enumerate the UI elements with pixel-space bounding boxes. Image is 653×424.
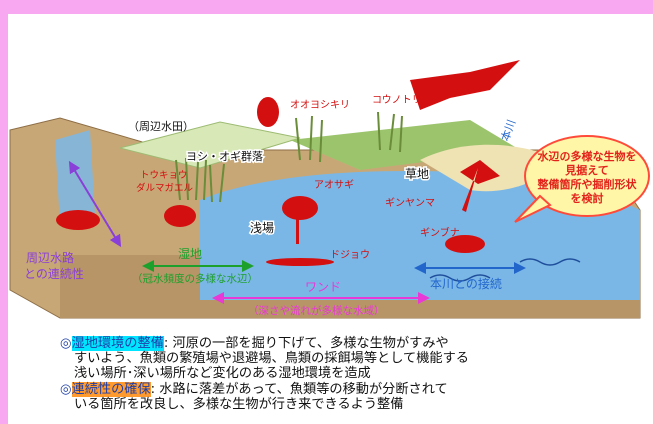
note-2: ◎連続性の確保: 水路に落差があって、魚類等の移動が分断されて xyxy=(60,381,650,397)
label-asaba: 浅場 xyxy=(250,221,274,235)
label-aosagi: アオサギ xyxy=(314,179,354,191)
warbler-silhouette xyxy=(257,97,279,127)
label-wetland-sub: （冠水頻度の多様な水辺） xyxy=(132,272,258,285)
loach-silhouette xyxy=(266,258,334,266)
callout-line-4: を検討 xyxy=(571,191,604,205)
notes-block: ◎湿地環境の整備: 河原の一部を掘り下げて、多様な生物がすみや すいよう、魚類の… xyxy=(60,336,650,412)
label-dojou: ドジョウ xyxy=(330,249,370,261)
label-channel-2: との連続性 xyxy=(24,267,84,281)
heron-silhouette xyxy=(282,196,318,220)
note-1-line2: すいよう、魚類の繁殖場や退避場、鳥類の採餌場等として機能する xyxy=(74,351,469,367)
note-1-title: 湿地環境の整備 xyxy=(71,336,164,351)
label-connection: 本川との接続 xyxy=(430,276,502,291)
dragonfly-silhouette xyxy=(460,160,500,212)
note-1-mark: ◎ xyxy=(60,336,72,351)
label-wando: ワンド xyxy=(305,280,341,294)
label-daruma: ダルマガエル xyxy=(136,182,194,194)
callout-line-2: 見据えて xyxy=(564,163,608,177)
callout-bubble xyxy=(524,135,650,217)
label-ginbuna: ギンブナ xyxy=(420,226,460,239)
label-paddy: （周辺水田） xyxy=(128,120,194,133)
heron-leg xyxy=(296,218,299,244)
note-2-line2: いる箇所を改良し、多様な生物が行き来できるよう整備 xyxy=(74,396,404,412)
note-1-text: : 河原の一部を掘り下げて、多様な生物がすみや xyxy=(163,336,449,351)
label-ooyoshikiri: オオヨシキリ xyxy=(290,99,350,111)
fish-silhouette xyxy=(56,210,100,230)
note-2-title: 連続性の確保 xyxy=(71,381,151,397)
frog-silhouette xyxy=(164,205,196,227)
paddy-field xyxy=(119,121,301,169)
channel-arrow xyxy=(68,160,122,248)
label-reeds: ヨシ・オギ群落 xyxy=(186,149,263,163)
label-kounotori: コウノトリ xyxy=(372,94,422,106)
label-kusachi: 草地 xyxy=(405,167,429,181)
stork-silhouette xyxy=(410,60,520,110)
label-channel-1: 周辺水路 xyxy=(26,250,74,265)
label-ginyanma: ギンヤンマ xyxy=(385,197,435,209)
water-ripple-1 xyxy=(429,274,491,282)
reed-cluster xyxy=(175,111,403,203)
note-1: ◎湿地環境の整備: 河原の一部を掘り下げて、多様な生物がすみや xyxy=(60,336,650,351)
callout-line-3: 整備箇所や掘削形状 xyxy=(537,177,638,191)
top-border xyxy=(0,0,653,14)
callout-line-1: 水辺の多様な生物を xyxy=(538,149,637,163)
carp-silhouette xyxy=(445,235,485,253)
note-1-line3: 浅い場所･深い場所など変化のある湿地環境を造成 xyxy=(74,366,371,382)
water-ripple-2 xyxy=(519,258,581,266)
label-wetland: 湿地 xyxy=(178,246,202,261)
note-2-mark: ◎ xyxy=(60,381,72,397)
callout-tail xyxy=(514,194,552,223)
label-mainriver: 本川 xyxy=(498,118,519,143)
left-border xyxy=(0,0,8,424)
label-toukyou: トウキョウ xyxy=(140,170,188,181)
label-wando-sub: （深さや流れが多様な水域） xyxy=(248,304,385,317)
grass-bank xyxy=(290,120,520,170)
note-2-text: : 水路に落差があって、魚類等の移動が分断されて xyxy=(150,381,448,397)
